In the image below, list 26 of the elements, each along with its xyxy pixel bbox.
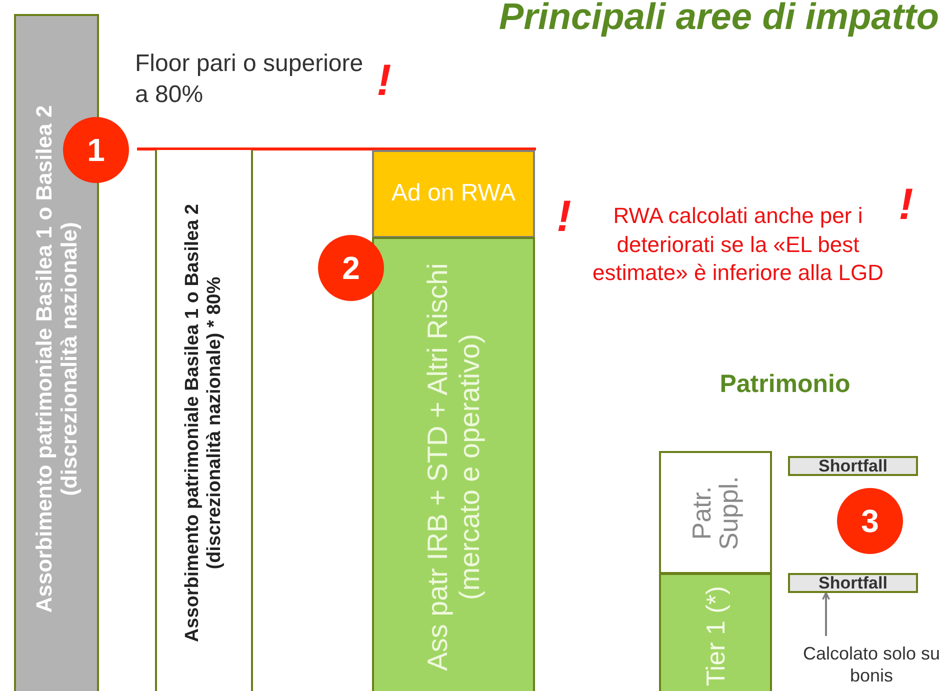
exclamation-mark: ! [376, 55, 392, 107]
capital-bar [372, 237, 535, 691]
arrow [822, 592, 830, 636]
shortfall-box [788, 573, 918, 593]
capital-box [659, 451, 772, 574]
number-badge: 2 [318, 235, 384, 301]
title: Principali aree di impatto [498, 0, 939, 38]
exclamation-mark: ! [556, 191, 572, 243]
number-badge: 1 [63, 117, 129, 183]
note-text: Calcolato solo su bonis [802, 643, 942, 687]
bar-label: Assorbimento patrimoniale Basilea 1 o Basilea 2 (discrezionalità nazionale) * 80% [182, 202, 226, 644]
bar-label: Ass patr IRB + STD + Altri Rischi (mercato e operativo) [421, 262, 486, 673]
floor-note: Floor pari o superiore a 80% [135, 49, 364, 110]
bar-label: Tier 1 (*) [702, 584, 730, 688]
exclamation-mark: ! [898, 179, 914, 231]
capital-box [659, 573, 772, 691]
bar-label: Ad on RWA [390, 180, 517, 208]
shortfall-box [788, 456, 918, 476]
capital-bar [155, 150, 253, 691]
section-heading: Patrimonio [718, 369, 852, 400]
number-badge: 3 [837, 488, 903, 554]
add-on-box [372, 150, 535, 238]
bar-label: Shortfall [818, 458, 888, 474]
bar-label: Patr. Suppl. [688, 474, 743, 552]
rwa-note: RWA calcolati anche per i deteriorati se la «EL best estimate» è inferiore alla LGD [591, 202, 885, 288]
bar-label: Shortfall [818, 574, 888, 592]
